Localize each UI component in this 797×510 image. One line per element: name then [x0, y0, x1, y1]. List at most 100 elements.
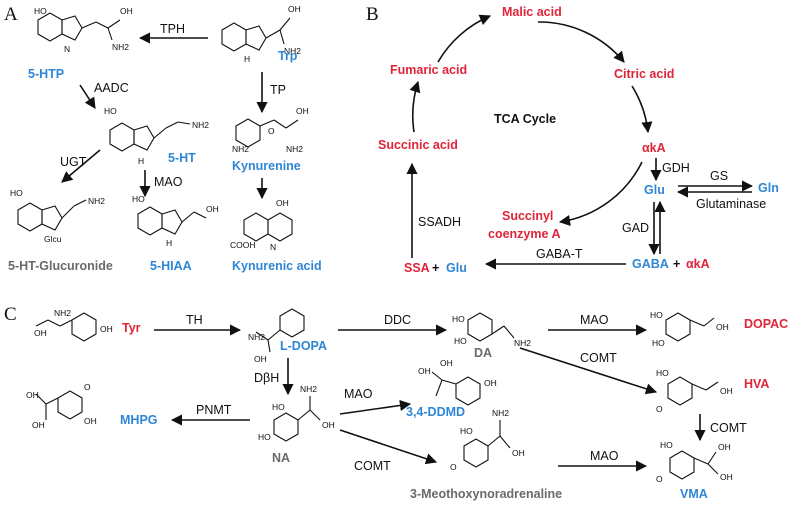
- panel-label-a: A: [4, 4, 18, 25]
- enzyme-pnmt: PNMT: [196, 403, 232, 417]
- compound-meothoxynoradrenaline: 3-Meothoxynoradrenaline: [410, 487, 562, 501]
- atom-label: O: [268, 126, 275, 136]
- enzyme-gdh: GDH: [662, 161, 690, 175]
- enzyme-tph: TPH: [160, 22, 185, 36]
- atom-label: O: [656, 474, 663, 484]
- atom-label: Glcu: [44, 234, 62, 244]
- compound-trp: Trp: [278, 49, 298, 63]
- atom-label: OH: [322, 420, 335, 430]
- atom-label: NH2: [300, 384, 317, 394]
- enzyme-comt-3: COMT: [710, 421, 747, 435]
- enzyme-aadc: AADC: [94, 81, 129, 95]
- atom-label: HO: [10, 188, 23, 198]
- compound-malic-acid: Malic acid: [502, 5, 562, 19]
- enzyme-gs: GS: [710, 169, 728, 183]
- molecule-hva: HO O OH: [656, 368, 733, 414]
- atom-label: OH: [512, 448, 525, 458]
- atom-label: OH: [276, 198, 289, 208]
- compound-gaba: GABA: [632, 257, 669, 271]
- atom-label: OH: [26, 390, 39, 400]
- atom-label: HO: [104, 106, 117, 116]
- atom-label: OH: [296, 106, 309, 116]
- atom-label: COOH: [230, 240, 256, 250]
- atom-label: O: [84, 382, 91, 392]
- atom-label: OH: [288, 4, 301, 14]
- compound-vma: VMA: [680, 487, 708, 501]
- compound-kynurenic-acid: Kynurenic acid: [232, 259, 322, 273]
- molecule-5-htp: HO OH NH2 N: [34, 6, 133, 54]
- atom-label: H: [138, 156, 144, 166]
- compound-kynurenine: Kynurenine: [232, 159, 301, 173]
- molecule-trp: OH NH2 H: [221, 4, 301, 64]
- compound-dopac: DOPAC: [744, 317, 788, 331]
- atom-label: OH: [34, 328, 47, 338]
- compound-l-dopa: L-DOPA: [280, 339, 327, 353]
- atom-label: NH2: [54, 308, 71, 318]
- compound-akg-2: αkA: [686, 257, 710, 271]
- compound-succinic-acid: Succinic acid: [378, 138, 458, 152]
- arrow-succinic-fumaric: [409, 80, 421, 133]
- enzyme-tp: TP: [270, 83, 286, 97]
- compound-akg: αkA: [642, 141, 666, 155]
- atom-label: HO: [34, 6, 47, 16]
- atom-label: HO: [652, 338, 665, 348]
- atom-label: NH2: [492, 408, 509, 418]
- molecule-tyr: OH NH2 OH: [34, 308, 113, 342]
- atom-label: HO: [272, 402, 285, 412]
- atom-label: OH: [418, 366, 431, 376]
- atom-label: OH: [716, 322, 729, 332]
- arrow-ugt: [61, 149, 101, 183]
- arrow-mao-ddmd: [339, 399, 412, 415]
- plus-sign: +: [673, 257, 680, 271]
- compound-glu-2: Glu: [446, 261, 467, 275]
- compound-fumaric-acid: Fumaric acid: [390, 63, 467, 77]
- atom-label: OH: [440, 358, 453, 368]
- atom-label: OH: [718, 442, 731, 452]
- compound-da: DA: [474, 346, 492, 360]
- molecule-5-ht: HO NH2 H: [104, 106, 209, 166]
- atom-label: NH2: [232, 144, 249, 154]
- molecule-da: HO HO NH2: [452, 312, 531, 348]
- compound-citric-acid: Citric acid: [614, 67, 674, 81]
- atom-label: H: [244, 54, 250, 64]
- atom-label: HO: [452, 314, 465, 324]
- arrow-malic-citric: [537, 21, 625, 63]
- arrow-aadc: [79, 84, 96, 109]
- atom-label: HO: [132, 194, 145, 204]
- atom-label: N: [64, 44, 70, 54]
- enzyme-mao-3: MAO: [590, 449, 619, 463]
- atom-label: HO: [656, 368, 669, 378]
- molecule-5-ht-glucuronide: HO NH2 Glcu: [10, 188, 105, 244]
- molecule-mhpg: OH OH O OH: [26, 382, 97, 430]
- enzyme-gaba-t: GABA-T: [536, 247, 583, 261]
- atom-label: HO: [454, 336, 467, 346]
- atom-label: N: [270, 242, 276, 252]
- atom-label: OH: [100, 324, 113, 334]
- compound-mhpg: MHPG: [120, 413, 158, 427]
- atom-label: OH: [720, 386, 733, 396]
- enzyme-mao-2: MAO: [344, 387, 373, 401]
- tca-cycle-label: TCA Cycle: [494, 112, 556, 126]
- compound-gln: Gln: [758, 181, 779, 195]
- compound-5-ht-glucuronide: 5-HT-Glucuronide: [8, 259, 113, 273]
- atom-label: NH2: [286, 144, 303, 154]
- atom-label: NH2: [192, 120, 209, 130]
- atom-label: OH: [32, 420, 45, 430]
- molecule-meothoxynoradrenaline: NH2 HO O OH: [450, 408, 525, 472]
- arrow-comt-hva: [519, 347, 658, 395]
- atom-label: HO: [660, 440, 673, 450]
- molecule-kynurenic-acid: OH COOH N: [230, 198, 293, 252]
- enzyme-comt-1: COMT: [580, 351, 617, 365]
- atom-label: NH2: [88, 196, 105, 206]
- atom-label: OH: [120, 6, 133, 16]
- molecule-vma: HO O OH OH: [656, 440, 733, 484]
- atom-label: H: [166, 238, 172, 248]
- atom-label: HO: [650, 310, 663, 320]
- atom-label: OH: [720, 472, 733, 482]
- arrow-akg-succinyl: [558, 161, 643, 227]
- enzyme-dbh: DβH: [254, 371, 279, 385]
- arrow-fumaric-malic: [437, 14, 492, 63]
- compound-ddmd: 3,4-DDMD: [406, 405, 465, 419]
- atom-label: O: [656, 404, 663, 414]
